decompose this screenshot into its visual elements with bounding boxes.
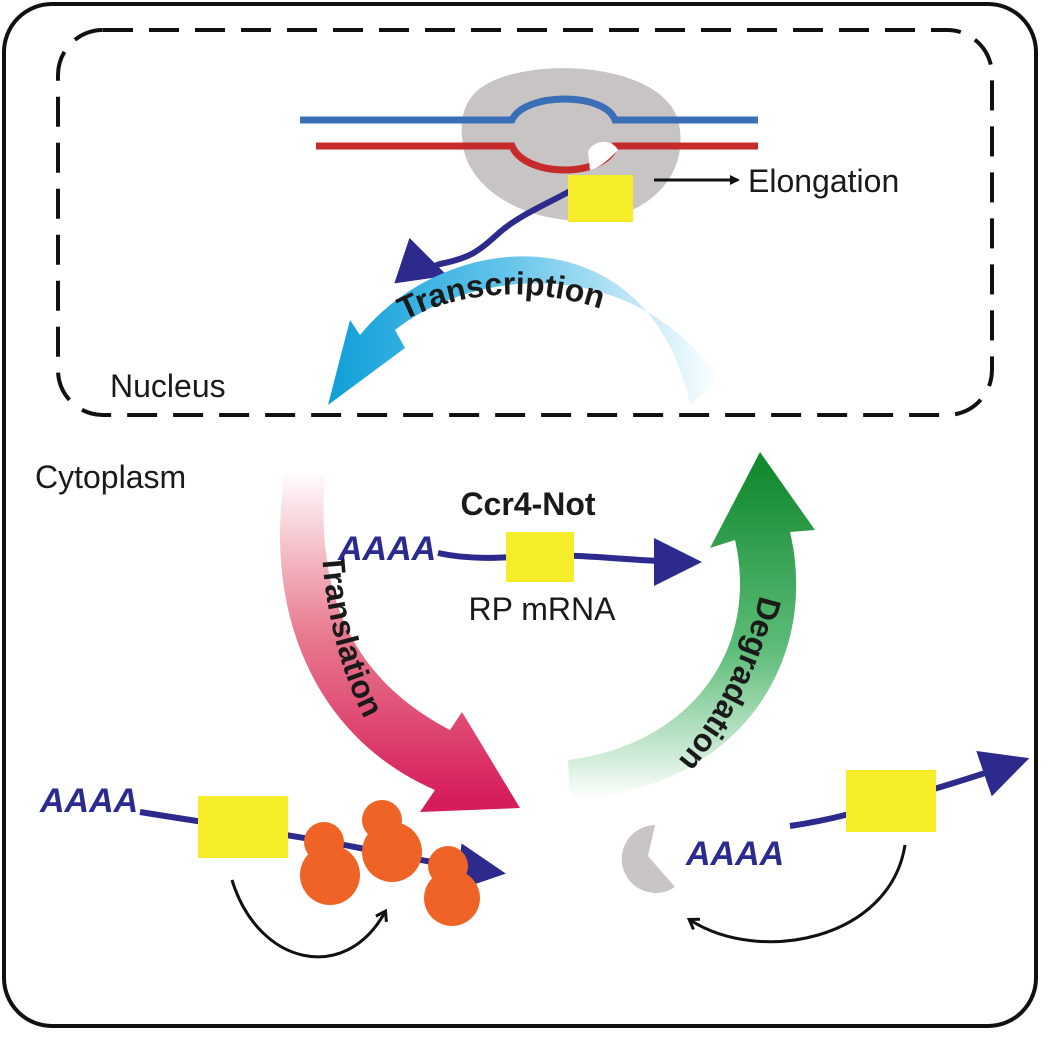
degradation-label: Degradation xyxy=(672,593,788,779)
translation-arrow xyxy=(280,472,520,812)
degradation-arrow xyxy=(568,452,815,800)
transcription-arrow xyxy=(328,256,720,405)
dna-strand-top xyxy=(300,95,758,124)
nascent-mrna xyxy=(394,187,574,284)
polya-tail-left: AAAA xyxy=(39,782,138,820)
rp-mrna-label: RP mRNA xyxy=(469,591,617,627)
ribosome xyxy=(300,822,360,905)
ribosome-loading-arrow xyxy=(230,879,385,959)
ccr4-not-box-right xyxy=(846,770,936,832)
ccr4-not-box-nuclear xyxy=(568,175,633,222)
exonuclease-pacman xyxy=(621,825,675,893)
polya-tail-right: AAAA xyxy=(685,835,784,873)
degrading-mrna: AAAA xyxy=(621,750,1030,944)
polymerase-notch xyxy=(588,141,618,170)
rp-mrna-center: Ccr4-Not AAAA RP mRNA xyxy=(337,486,702,627)
svg-text:Degradation: Degradation xyxy=(672,593,788,779)
translating-mrna: AAAA xyxy=(39,782,506,959)
ccr4-not-box-left xyxy=(198,796,288,858)
cell-boundary xyxy=(2,2,1038,1028)
ribosomes xyxy=(300,800,480,926)
ribosome xyxy=(362,800,422,882)
deadenylation-arrow xyxy=(690,844,907,944)
ccr4-not-box-center xyxy=(506,532,574,582)
transcription-label: Transcription xyxy=(392,265,609,326)
ccr4-not-label: Ccr4-Not xyxy=(460,486,595,522)
polya-tail-center: AAAA xyxy=(337,530,436,568)
svg-text:Transcription: Transcription xyxy=(392,265,609,326)
elongation-label: Elongation xyxy=(748,163,899,199)
nucleus-boundary xyxy=(56,28,994,417)
cytoplasm-label: Cytoplasm xyxy=(35,459,186,495)
nucleus-label: Nucleus xyxy=(110,368,226,404)
ribosome xyxy=(424,846,480,926)
